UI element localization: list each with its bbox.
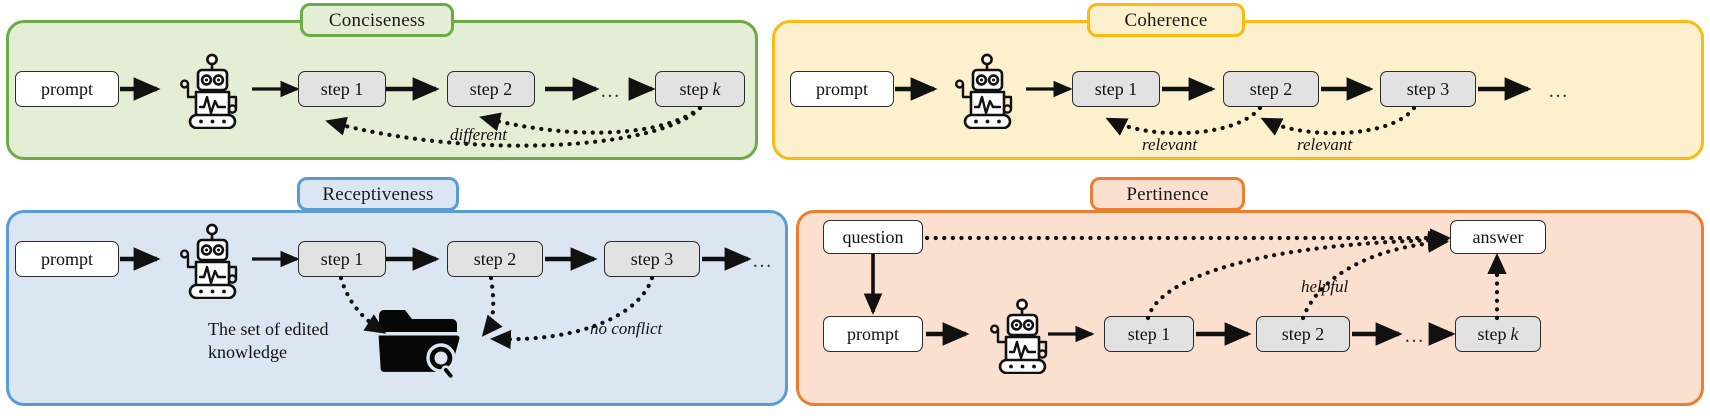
node-step-3[interactable]: step 3 — [1380, 71, 1476, 107]
ellipsis: … — [1404, 325, 1425, 347]
node-label-index: k — [1510, 323, 1519, 344]
node-prompt[interactable]: prompt — [15, 241, 119, 277]
node-step-k[interactable]: step k — [655, 71, 745, 107]
node-label: step 3 — [630, 248, 674, 269]
node-label: step 2 — [1281, 323, 1325, 344]
node-answer[interactable]: answer — [1450, 220, 1546, 254]
ellipsis: … — [1548, 80, 1569, 102]
node-label: step 1 — [1094, 78, 1138, 99]
robot-icon — [990, 298, 1048, 374]
robot-icon — [180, 53, 238, 129]
edge-label-relevant-2: relevant — [1297, 135, 1353, 154]
node-label: prompt — [816, 78, 868, 99]
ellipsis: … — [752, 250, 773, 272]
node-label: step 2 — [1249, 78, 1293, 99]
panel-title-receptiveness: Receptiveness — [297, 177, 459, 211]
edge-label-no-conflict: no conflict — [590, 319, 663, 338]
edge-label-helpful: helpful — [1301, 277, 1349, 296]
node-step-1[interactable]: step 1 — [1104, 316, 1194, 352]
panel-title-conciseness: Conciseness — [300, 3, 454, 37]
node-label: answer — [1472, 226, 1524, 247]
node-step-2[interactable]: step 2 — [447, 241, 543, 277]
node-label: step — [1477, 323, 1507, 344]
edge-label-relevant-1: relevant — [1142, 135, 1198, 154]
node-step-1[interactable]: step 1 — [298, 71, 386, 107]
node-question[interactable]: question — [823, 220, 923, 254]
edge-label-different: different — [450, 125, 507, 144]
node-prompt[interactable]: prompt — [823, 316, 923, 352]
node-label: question — [842, 226, 904, 247]
node-step-2[interactable]: step 2 — [1223, 71, 1319, 107]
node-step-1[interactable]: step 1 — [1072, 71, 1160, 107]
ellipsis: … — [600, 80, 621, 102]
node-label-index: k — [712, 78, 721, 99]
panel-pertinence — [796, 210, 1704, 406]
node-prompt[interactable]: prompt — [15, 71, 119, 107]
panel-title-coherence: Coherence — [1087, 3, 1245, 37]
node-label: step — [679, 78, 709, 99]
node-step-1[interactable]: step 1 — [298, 241, 386, 277]
node-label: step 2 — [469, 78, 513, 99]
node-label: prompt — [41, 78, 93, 99]
robot-icon — [180, 223, 238, 299]
knowledge-base-label: The set of edited knowledge — [208, 319, 329, 362]
node-label: step 1 — [320, 248, 364, 269]
node-step-k[interactable]: step k — [1455, 316, 1541, 352]
node-step-2[interactable]: step 2 — [447, 71, 535, 107]
node-prompt[interactable]: prompt — [790, 71, 894, 107]
node-label: step 1 — [320, 78, 364, 99]
panel-title-pertinence: Pertinence — [1090, 177, 1245, 211]
node-label: prompt — [847, 323, 899, 344]
node-step-3[interactable]: step 3 — [604, 241, 700, 277]
node-label: step 3 — [1406, 78, 1450, 99]
node-label: step 2 — [473, 248, 517, 269]
node-label: prompt — [41, 248, 93, 269]
robot-icon — [955, 53, 1013, 129]
node-label: step 1 — [1127, 323, 1171, 344]
node-step-2[interactable]: step 2 — [1256, 316, 1350, 352]
folder-search-icon — [375, 310, 463, 378]
